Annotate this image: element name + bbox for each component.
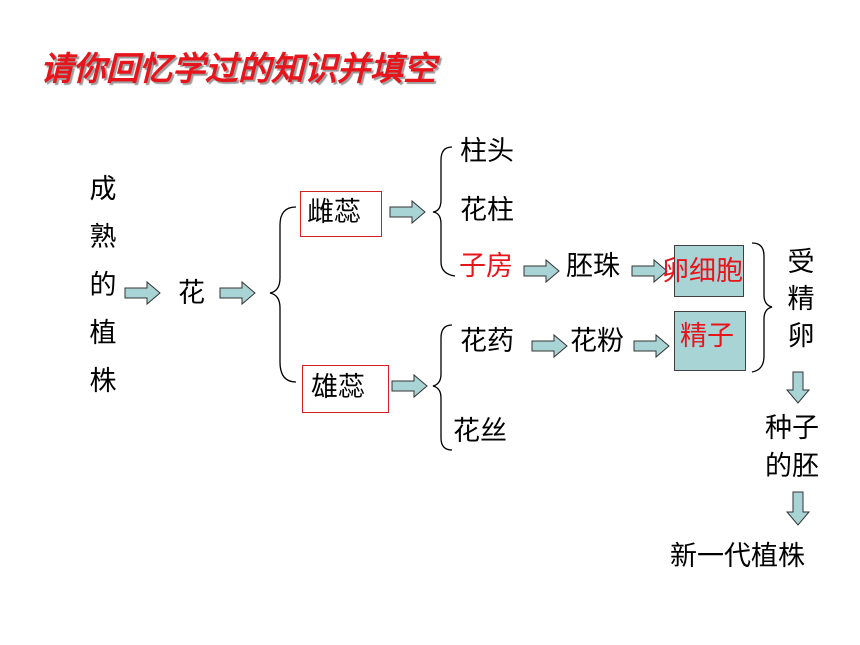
egg-cell-label: 卵细胞 <box>662 256 743 287</box>
fertilized-egg-label: 受 精 卵 <box>786 244 816 355</box>
arrow-plant-to-flower <box>124 280 161 306</box>
sperm-label: 精子 <box>680 321 734 352</box>
mature-plant-char: 成 <box>89 174 117 205</box>
embryo-label-line1: 种子 <box>765 413 819 444</box>
arrow-ovule-to-egg <box>631 258 668 284</box>
pollen-label: 花粉 <box>570 326 624 357</box>
embryo-label-line2: 的胚 <box>765 451 819 482</box>
arrow-zygote-to-embryo <box>785 371 811 404</box>
arrow-embryo-to-new-plant <box>785 491 811 526</box>
fertilization-brace <box>751 242 773 373</box>
stamen-brace <box>432 324 453 451</box>
filament-label: 花丝 <box>453 416 507 447</box>
mature-plant-char: 株 <box>89 366 117 397</box>
pistil-label: 雌蕊 <box>307 197 361 228</box>
stigma-label: 柱头 <box>460 136 514 167</box>
flower-branch-brace <box>269 206 297 383</box>
page-title: 请你回忆学过的知识并填空 <box>40 49 436 88</box>
sperm-box <box>674 311 746 371</box>
stamen-box <box>302 365 389 413</box>
pistil-box <box>300 191 382 237</box>
ovule-label: 胚珠 <box>566 251 620 282</box>
new-plant-label: 新一代植株 <box>670 541 805 572</box>
flower-label: 花 <box>178 278 205 309</box>
anther-label: 花药 <box>460 326 514 357</box>
fertilized-egg-char: 受 <box>787 247 815 278</box>
arrow-stamen-to-parts <box>391 373 428 399</box>
arrow-pistil-to-parts <box>389 199 426 225</box>
stamen-label: 雄蕊 <box>311 372 365 403</box>
egg-cell-box <box>674 245 744 297</box>
arrow-ovary-to-ovule <box>523 258 560 284</box>
fertilized-egg-char: 卵 <box>787 321 815 352</box>
mature-plant-char: 的 <box>89 270 117 301</box>
ovary-label: 子房 <box>459 251 513 282</box>
pistil-brace <box>432 146 456 277</box>
mature-plant-char: 植 <box>89 318 117 349</box>
arrow-flower-to-brace <box>219 280 256 306</box>
arrow-anther-to-pollen <box>531 333 568 359</box>
mature-plant-label: 成 熟 的 植 株 <box>88 166 118 406</box>
fertilized-egg-char: 精 <box>787 284 815 315</box>
style-label: 花柱 <box>460 195 514 226</box>
arrow-pollen-to-sperm <box>633 333 670 359</box>
mature-plant-char: 熟 <box>89 222 117 253</box>
